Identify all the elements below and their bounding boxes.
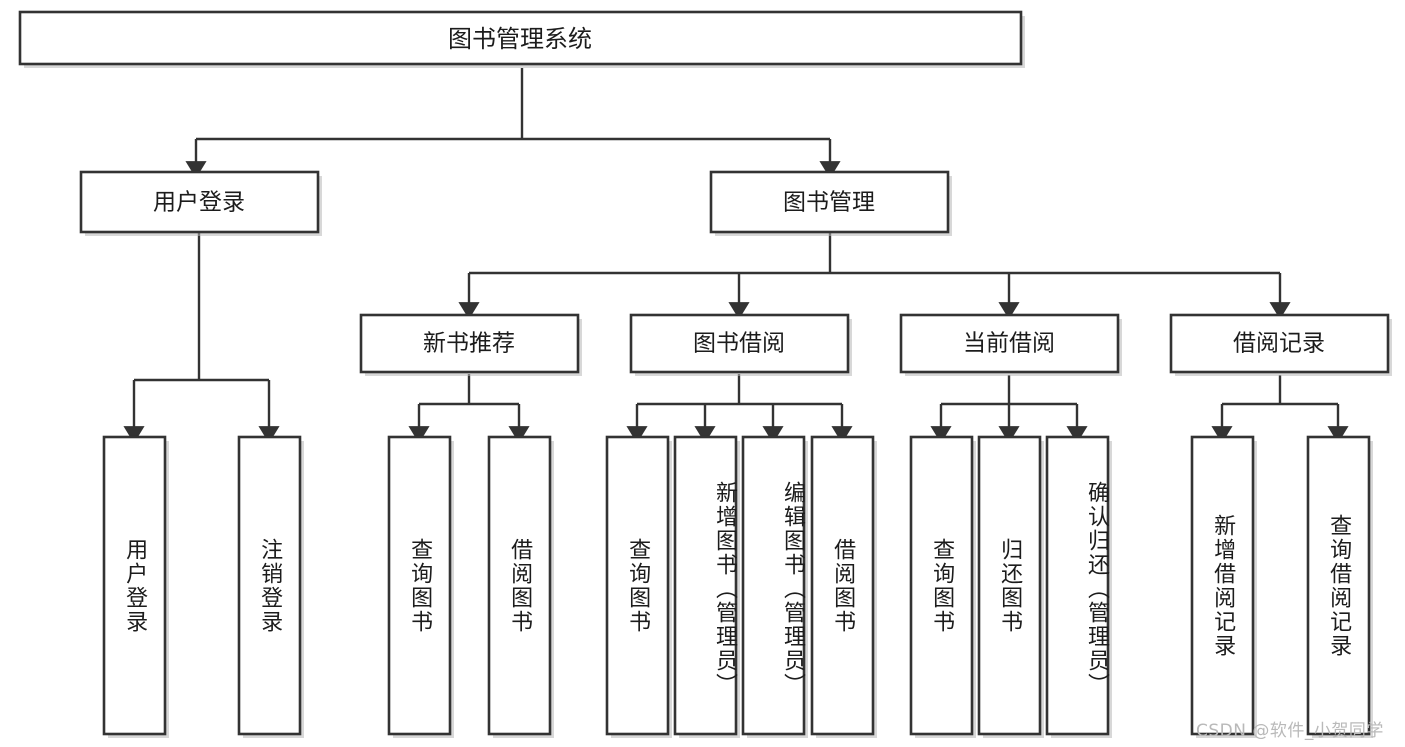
node-borrow-record-label: 借阅记录 [1233,331,1325,357]
node-root[interactable]: 图书管理系统 [18,10,1025,68]
node-book-borrow[interactable]: 图书借阅 [629,313,852,376]
edge-layer [123,68,1349,444]
csdn-watermark: CSDN @软件_小贺同学 [1196,721,1384,741]
node-new-book-label: 新书推荐 [423,331,515,357]
node-book-borrow-label: 图书借阅 [693,331,785,357]
leaf-current-borrow-2[interactable] [977,435,1044,738]
node-current-borrow-label: 当前借阅 [963,331,1055,357]
node-current-borrow[interactable]: 当前借阅 [899,313,1122,376]
leaf-current-borrow-1[interactable] [909,435,976,738]
leaf-borrow-record-1[interactable] [1190,435,1257,738]
leaf-new-book-1[interactable] [387,435,454,738]
leaf-borrow-record-2[interactable] [1306,435,1373,738]
leaf-book-borrow-2[interactable] [673,435,740,738]
leaf-user-login-2[interactable] [237,435,304,738]
leaf-user-login-1[interactable] [102,435,169,738]
leaf-book-borrow-1[interactable] [605,435,672,738]
node-user-login[interactable]: 用户登录 [79,170,322,236]
leaf-current-borrow-3[interactable] [1045,435,1112,738]
node-book-manage[interactable]: 图书管理 [709,170,952,236]
node-user-login-label: 用户登录 [153,190,245,216]
node-new-book[interactable]: 新书推荐 [359,313,582,376]
leaf-new-book-2[interactable] [487,435,554,738]
node-borrow-record[interactable]: 借阅记录 [1169,313,1392,376]
leaf-book-borrow-3[interactable] [741,435,808,738]
node-book-manage-label: 图书管理 [783,190,875,216]
leaf-book-borrow-4[interactable] [810,435,877,738]
node-root-label: 图书管理系统 [448,25,592,53]
